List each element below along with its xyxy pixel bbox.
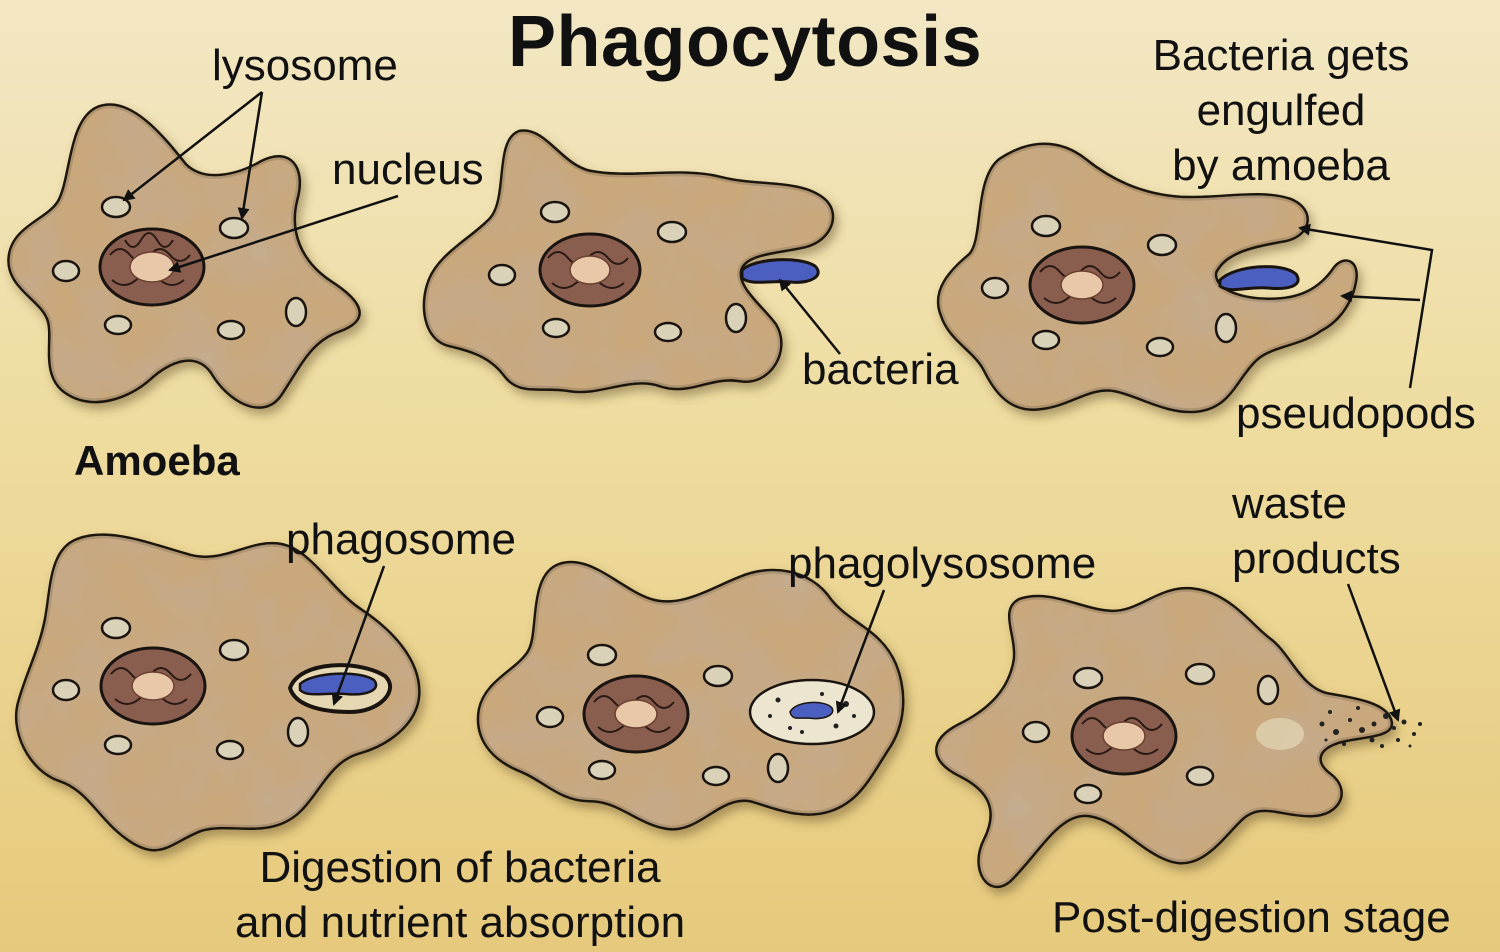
waste-line-1: waste xyxy=(1232,479,1347,528)
waste-pointer xyxy=(1346,583,1401,722)
amoeba-cell-1 xyxy=(7,103,361,409)
nucleus xyxy=(538,232,642,308)
empty-vacuole xyxy=(1256,718,1304,750)
nucleus xyxy=(582,674,690,754)
amoeba-label: Amoeba xyxy=(74,437,240,484)
amoeba-cell-4 xyxy=(14,533,421,852)
waste-label: waste products xyxy=(1232,482,1401,581)
nucleus xyxy=(1028,245,1136,325)
phagosome-pointer xyxy=(331,565,386,706)
diagram-title: Phagocytosis xyxy=(508,2,983,82)
lysosome-label: lysosome xyxy=(212,41,398,90)
lysosome-pointer-2 xyxy=(237,91,264,220)
post-digestion-label: Post-digestion stage xyxy=(1052,893,1451,942)
lysosomes xyxy=(980,214,1238,358)
amoeba-cell-3 xyxy=(936,142,1358,414)
bacteria xyxy=(1218,265,1300,292)
lysosomes xyxy=(51,616,310,761)
lysosomes xyxy=(51,195,308,341)
engulfed-label: Bacteria gets engulfed by amoeba xyxy=(1140,34,1422,188)
digestion-label: Digestion of bacteria and nutrient absor… xyxy=(212,846,708,945)
amoeba-cell-5 xyxy=(476,560,905,831)
pointer-lines xyxy=(122,91,1434,722)
amoeba-cell-6 xyxy=(935,586,1422,889)
lysosomes xyxy=(535,643,790,787)
nucleus-label: nucleus xyxy=(332,145,484,194)
digestion-line-2: and nutrient absorption xyxy=(234,898,686,947)
lysosome-pointer-1 xyxy=(122,91,263,202)
phagosome-label: phagosome xyxy=(286,515,516,564)
lysosomes xyxy=(487,200,748,343)
phagolysosome-label: phagolysosome xyxy=(788,539,1097,588)
bacteria-label: bacteria xyxy=(802,345,959,394)
nucleus-pointer xyxy=(168,194,399,273)
pseudopods-label: pseudopods xyxy=(1236,389,1476,438)
nucleus xyxy=(1070,696,1178,776)
amoeba-cell-2 xyxy=(422,129,835,394)
nucleus xyxy=(98,227,206,307)
nucleus xyxy=(99,646,207,726)
bacteria xyxy=(740,258,820,284)
digestion-line-1: Digestion of bacteria xyxy=(259,843,661,892)
pseudopods-pointer-2 xyxy=(1340,290,1421,303)
pseudopods-pointer xyxy=(1298,223,1434,389)
waste-line-2: products xyxy=(1232,534,1401,583)
engulfed-line-2: engulfed xyxy=(1196,86,1366,135)
bacteria-pointer xyxy=(778,278,841,355)
engulfed-line-1: Bacteria gets xyxy=(1152,31,1410,80)
waste-particles xyxy=(1319,706,1422,748)
engulfed-line-3: by amoeba xyxy=(1172,141,1390,190)
phagolysosome xyxy=(748,678,876,746)
lysosomes xyxy=(1021,662,1280,805)
phagolysosome-pointer xyxy=(835,589,886,714)
